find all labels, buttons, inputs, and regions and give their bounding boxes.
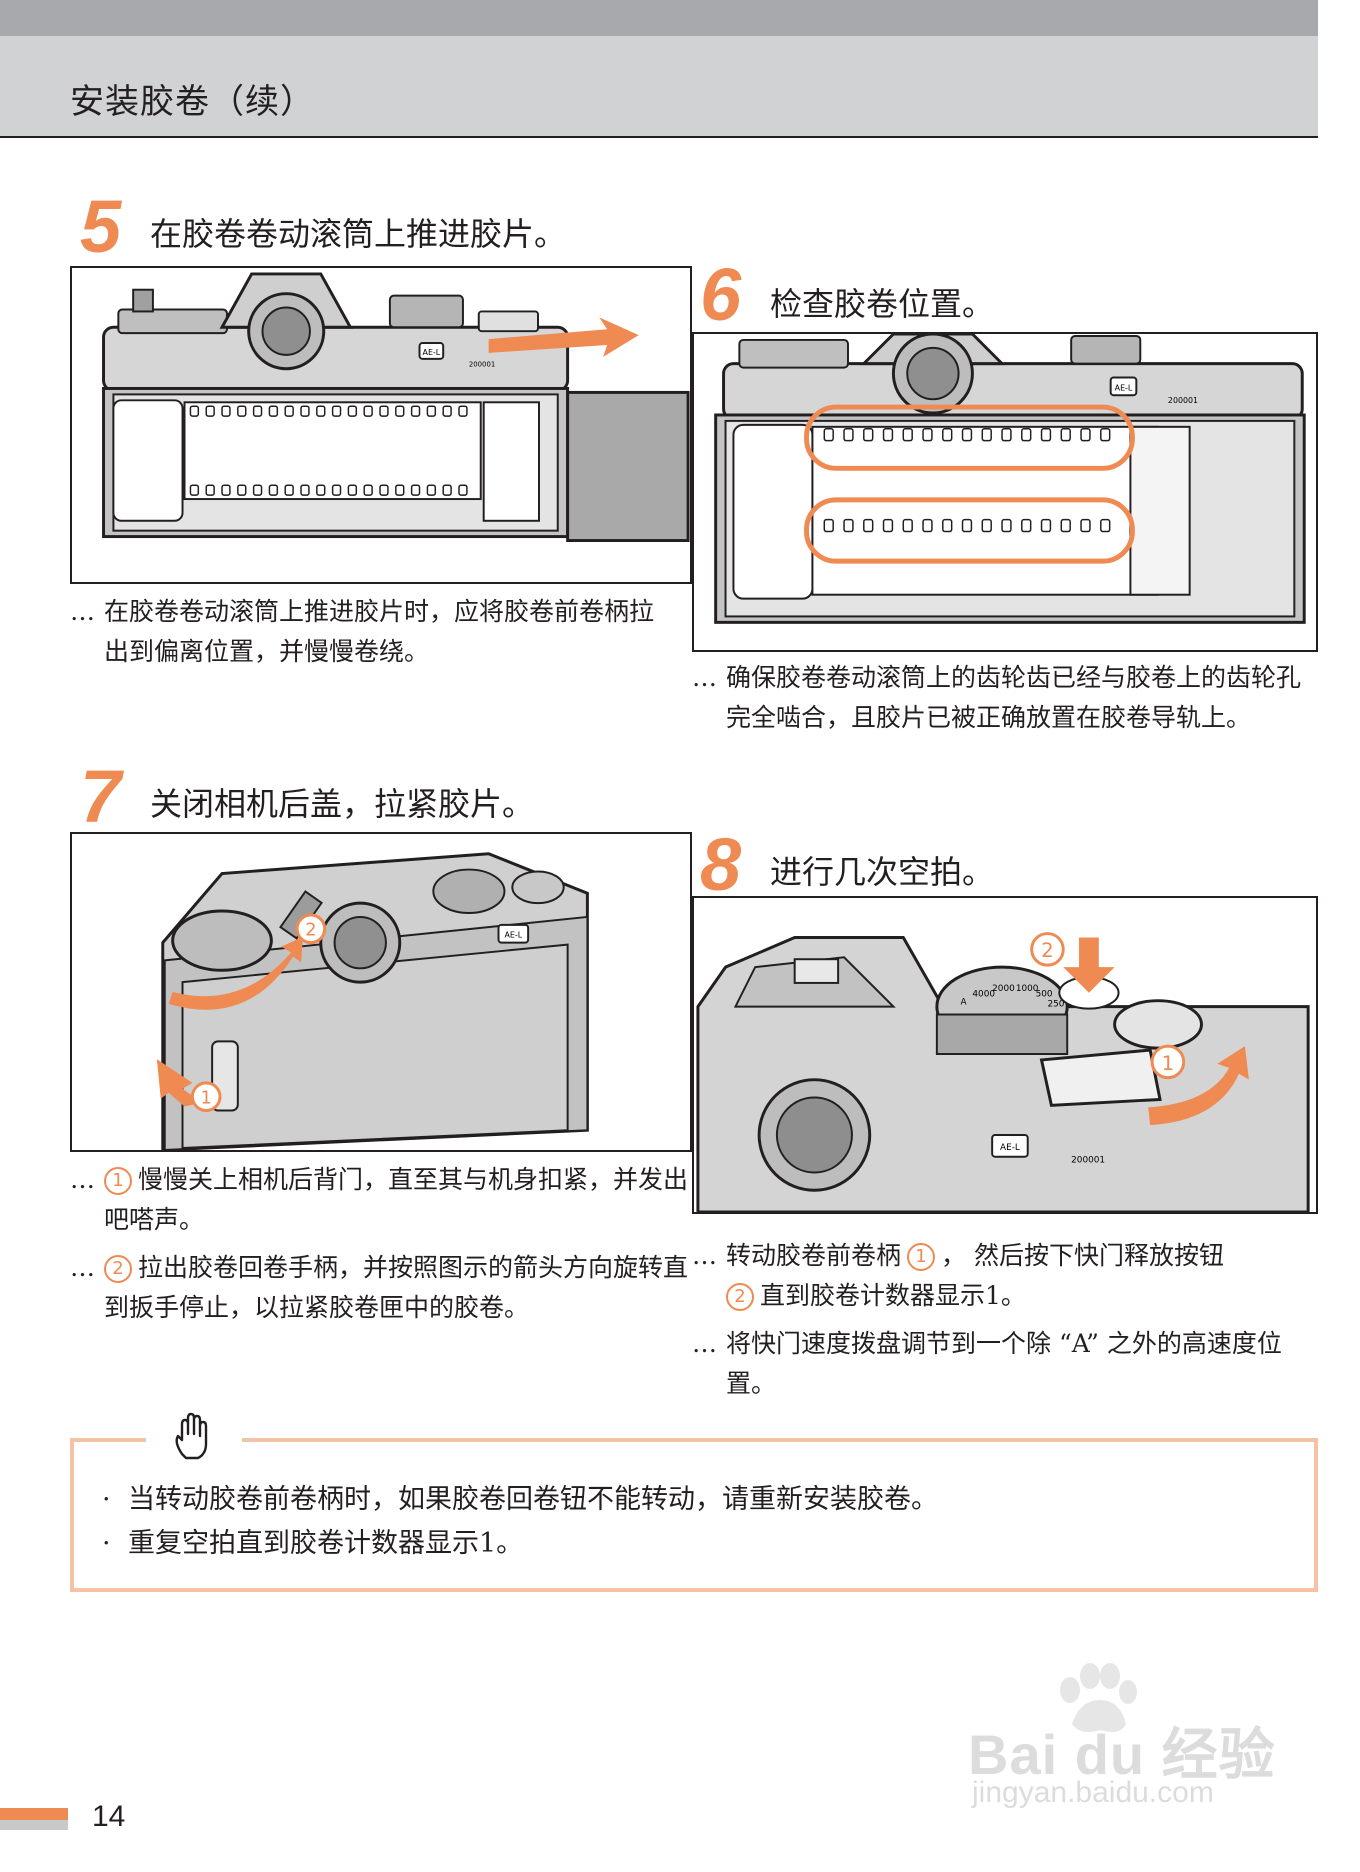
marker-2: 2 (104, 1255, 132, 1283)
step-8-number: 8 (700, 823, 742, 906)
ae-l-label: AE-L (423, 348, 441, 357)
desc-text: 拉出胶卷回卷手柄，并按照图示的箭头方向旋转直到扳手停止，以拉紧胶卷匣中的胶卷。 (104, 1253, 689, 1322)
marker-1: 1 (104, 1167, 132, 1195)
desc-text-a: 转动胶卷前卷柄 (726, 1241, 902, 1270)
dial-label-2000: 2000 (992, 984, 1015, 994)
step-5-description: … 在胶卷卷动滚筒上推进胶片时，应将胶卷前卷柄拉出到偏离位置，并慢慢卷绕。 (70, 592, 670, 680)
desc-text: 慢慢关上相机后背门，直至其与机身扣紧，并发出吧嗒声。 (104, 1165, 689, 1234)
note-box (70, 1438, 1318, 1592)
step-5-desc-item: … 在胶卷卷动滚筒上推进胶片时，应将胶卷前卷柄拉出到偏离位置，并慢慢卷绕。 (70, 592, 670, 672)
marker-1: 1 (201, 1089, 212, 1109)
step-6-number: 6 (700, 253, 742, 336)
ae-l-label: AE-L (505, 931, 523, 940)
ae-l-label: AE-L (1000, 1143, 1020, 1153)
shutter-release-illustration: A 4000 2000 1000 500 250 AE-L 200001 2 1 (696, 932, 1310, 1212)
note-item: 重复空拍直到胶卷计数器显示1。 (98, 1522, 938, 1566)
step-7-figure: AE-L 2 1 (70, 832, 692, 1152)
step-5-title: 在胶卷卷动滚筒上推进胶片。 (150, 215, 567, 253)
step-7-number: 7 (80, 755, 122, 838)
bullet-dots: … (70, 1253, 95, 1282)
step-5-number: 5 (80, 185, 122, 268)
desc-text: 在胶卷卷动滚筒上推进胶片时，应将胶卷前卷柄拉出到偏离位置，并慢慢卷绕。 (104, 597, 655, 666)
step-8-figure: A 4000 2000 1000 500 250 AE-L 200001 2 1 (692, 896, 1318, 1214)
note-item: 当转动胶卷前卷柄时，如果胶卷回卷钮不能转动，请重新安装胶卷。 (98, 1478, 938, 1522)
step-5-figure: AE-L 200001 (70, 266, 692, 584)
ae-l-label: AE-L (1115, 383, 1133, 392)
step-7-title: 关闭相机后盖，拉紧胶片。 (150, 785, 535, 823)
header-bar: 安装胶卷（续） (0, 0, 1318, 138)
dial-label-a: A (961, 998, 967, 1008)
header-top-stripe (0, 0, 1318, 36)
watermark-site: jingyan.baidu.com (972, 1776, 1214, 1809)
page-number: 14 (92, 1800, 126, 1833)
note-list: 当转动胶卷前卷柄时，如果胶卷回卷钮不能转动，请重新安装胶卷。 重复空拍直到胶卷计… (98, 1478, 938, 1566)
step-6-title: 检查胶卷位置。 (770, 285, 995, 323)
film-position-check-illustration: AE-L 200001 (714, 334, 1306, 624)
dial-label-4000: 4000 (972, 990, 995, 1000)
bullet-dots: … (70, 597, 95, 626)
dial-label-500: 500 (1036, 990, 1053, 1000)
step-8-desc-item-2: … 将快门速度拨盘调节到一个除 “A” 之外的高速度位置。 (692, 1324, 1318, 1404)
camera-film-advance-illustration: AE-L 200001 (83, 272, 690, 573)
marker-2: 2 (726, 1283, 754, 1311)
page-bar-accent (0, 1808, 68, 1820)
close-back-cover-illustration: AE-L 2 1 (156, 852, 589, 1150)
serial-label: 200001 (1071, 1156, 1105, 1166)
hand-icon (175, 1412, 208, 1460)
marker-2: 2 (305, 921, 316, 941)
step-8-title: 进行几次空拍。 (770, 853, 995, 891)
serial-label: 200001 (1168, 396, 1198, 405)
dial-label-250: 250 (1047, 1000, 1064, 1010)
bullet-dots: … (692, 1241, 717, 1270)
desc-text: 将快门速度拨盘调节到一个除 “A” 之外的高速度位置。 (726, 1329, 1282, 1398)
step-6-description: … 确保胶卷卷动滚筒上的齿轮齿已经与胶卷上的齿轮孔完全啮合，且胶片已被正确放置在… (692, 658, 1318, 746)
page-bar-grey (0, 1820, 68, 1830)
watermark-brand: Bai du 经验 (968, 1723, 1276, 1786)
bullet-dots: … (70, 1165, 95, 1194)
serial-label: 200001 (469, 361, 495, 369)
step-6-desc-item: … 确保胶卷卷动滚筒上的齿轮齿已经与胶卷上的齿轮孔完全啮合，且胶片已被正确放置在… (692, 658, 1318, 738)
dial-label-1000: 1000 (1016, 984, 1039, 994)
desc-text-b: ， 然后按下快门释放按钮 (941, 1241, 1224, 1270)
paw-logo-icon (1060, 1663, 1137, 1732)
bullet-dots: … (692, 663, 717, 692)
marker-1: 1 (907, 1243, 936, 1271)
marker-2: 2 (1041, 939, 1054, 962)
page-title: 安装胶卷（续） (70, 82, 315, 122)
bullet-dots: … (692, 1329, 717, 1358)
desc-text: 确保胶卷卷动滚筒上的齿轮齿已经与胶卷上的齿轮孔完全啮合，且胶片已被正确放置在胶卷… (726, 663, 1302, 732)
step-6-figure: AE-L 200001 (692, 332, 1318, 652)
desc-text-c: 直到胶卷计数器显示1。 (760, 1281, 1026, 1310)
marker-1: 1 (1162, 1052, 1175, 1075)
